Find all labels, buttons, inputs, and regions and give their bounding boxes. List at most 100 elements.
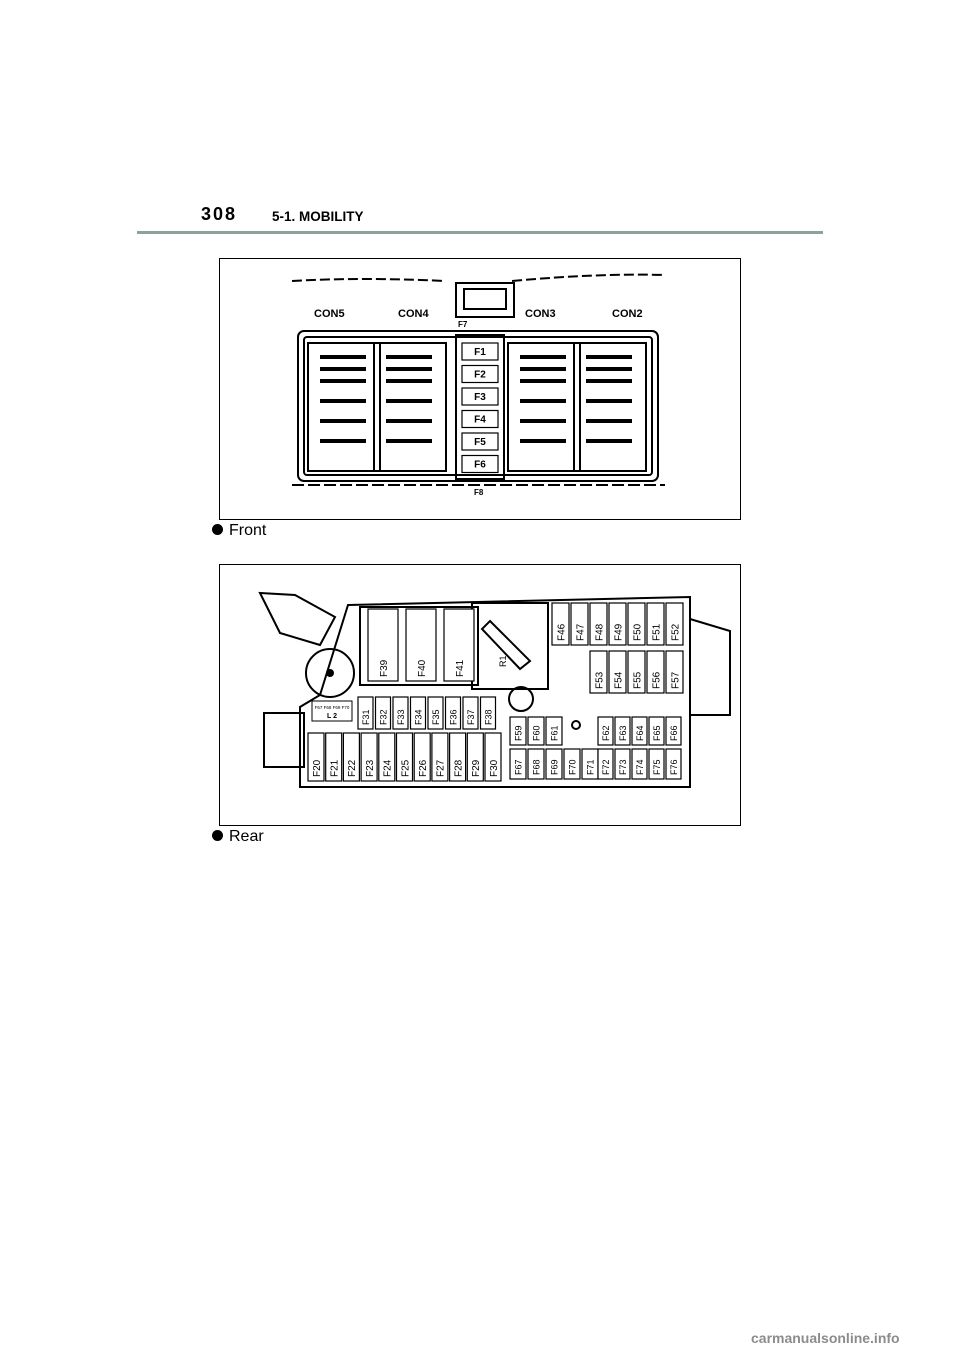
fuse-label: F3 (474, 392, 486, 403)
fuse-slot: F54 (608, 650, 627, 694)
fuse-label: F75 (652, 759, 662, 775)
fuse-label: F76 (669, 759, 679, 775)
fuse-slot: F61 (545, 716, 563, 746)
fuse-slot: F66 (665, 716, 682, 746)
fuse-label: F60 (531, 725, 541, 741)
fuse-slot: F41 (443, 608, 475, 682)
fuse-label: F33 (396, 709, 406, 725)
f8-label: F8 (474, 488, 484, 497)
fuse-label: F41 (455, 659, 466, 677)
fuse-slot: F74 (631, 748, 648, 780)
fuse-slot: F6 (461, 454, 499, 474)
fuse-label: F51 (651, 623, 662, 641)
fuse-label: F40 (417, 659, 428, 677)
fuse-slot: F50 (627, 602, 646, 646)
fuse-slot: F33 (392, 696, 409, 730)
fuse-label: F39 (379, 659, 390, 677)
fuse-slot: F26 (413, 732, 431, 782)
fuse-slot: F21 (325, 732, 343, 782)
fuse-label: F28 (453, 759, 464, 777)
fuse-label: F63 (618, 725, 628, 741)
fuse-label: F55 (632, 671, 643, 689)
fuse-slot: F62 (597, 716, 614, 746)
fuse-slot: F64 (631, 716, 648, 746)
fuse-slot: F24 (378, 732, 396, 782)
fuse-slot: F4 (461, 409, 499, 429)
fuse-label: F27 (436, 759, 447, 777)
fuse-label: F72 (601, 759, 611, 775)
bullet-icon (212, 830, 223, 841)
label-plate: F67 F68 F69 F70 L 2 (311, 700, 353, 722)
f7-label: F7 (458, 320, 468, 329)
fuse-label: F69 (549, 759, 559, 775)
fuse-label: F4 (474, 414, 486, 425)
fuse-label: F65 (652, 725, 662, 741)
fuse-label: F68 (531, 759, 541, 775)
fuse-label: F30 (489, 759, 500, 777)
fuse-slot: F53 (589, 650, 608, 694)
fuse-label: F64 (635, 725, 645, 741)
fuse-label: F32 (378, 709, 388, 725)
fuse-label: F46 (556, 623, 567, 641)
fuse-slot: F37 (462, 696, 479, 730)
fuse-label: F71 (585, 759, 595, 775)
fuse-label: F37 (466, 709, 476, 725)
fuse-label: F53 (594, 671, 605, 689)
fuse-slot: F46 (551, 602, 570, 646)
bullet-icon (212, 524, 223, 535)
fuse-label: F25 (400, 759, 411, 777)
fuse-slot: F27 (431, 732, 449, 782)
fuse-label: F61 (549, 725, 559, 741)
fuse-slot: F76 (665, 748, 682, 780)
fuse-label: F52 (670, 623, 681, 641)
front-caption: Front (212, 522, 266, 540)
fuse-label: F62 (601, 725, 611, 741)
fuse-slot: F35 (427, 696, 444, 730)
fuse-label: F31 (361, 709, 371, 725)
relay-r1-label: R1 (498, 655, 508, 667)
fuse-slot: F59 (509, 716, 527, 746)
fuse-slot: F3 (461, 387, 499, 406)
fuse-label: F50 (632, 623, 643, 641)
fuse-label: F57 (670, 671, 681, 689)
fuse-label: F66 (669, 725, 679, 741)
fuse-slot: F67 (509, 748, 527, 780)
fuse-slot: F60 (527, 716, 545, 746)
fuse-label: F48 (594, 623, 605, 641)
fuse-label: F73 (618, 759, 628, 775)
fuse-slot: F65 (648, 716, 665, 746)
label-plate-line2: L 2 (327, 713, 337, 720)
fuse-label: F24 (383, 759, 394, 777)
fuse-slot: F52 (665, 602, 684, 646)
con4-label: CON4 (398, 308, 429, 320)
fuse-slot: F23 (360, 732, 378, 782)
fuse-slot: F22 (342, 732, 361, 782)
header-rule (137, 231, 823, 234)
fuse-slot: F57 (665, 650, 684, 694)
fuse-slot: F49 (608, 602, 627, 646)
fuse-label: F2 (474, 369, 486, 380)
fuse-label: F22 (347, 759, 358, 777)
fuse-slot: F70 (563, 748, 581, 780)
fuse-slot: F71 (581, 748, 599, 780)
fuse-slot: F1 (461, 342, 499, 361)
fuse-label: F20 (312, 759, 323, 777)
fuse-label: F29 (471, 759, 482, 777)
fuse-slot: F40 (405, 608, 437, 682)
fuse-slot: F51 (646, 602, 665, 646)
label-plate-line1: F67 F68 F69 F70 (315, 705, 350, 710)
fuse-label: F47 (575, 623, 586, 641)
con3-label: CON3 (525, 308, 556, 320)
con2-label: CON2 (612, 308, 643, 320)
fuse-label: F49 (613, 623, 624, 641)
fuse-label: F34 (413, 709, 423, 725)
fuse-slot: F47 (570, 602, 589, 646)
con5-label: CON5 (314, 308, 345, 320)
fuse-slot: F68 (527, 748, 545, 780)
fuse-label: F23 (365, 759, 376, 777)
fuse-slot: F72 (597, 748, 614, 780)
